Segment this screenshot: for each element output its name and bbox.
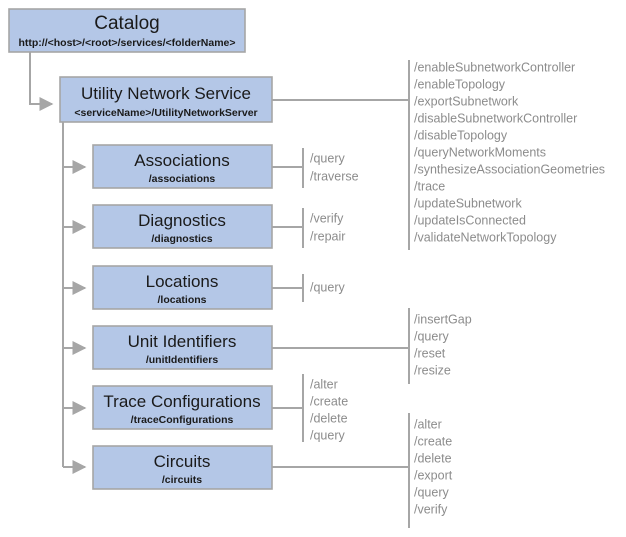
operation-item[interactable]: /exportSubnetwork xyxy=(414,94,519,108)
node-trace-configurations[interactable]: Trace Configurations /traceConfiguration… xyxy=(92,385,273,430)
diagnostics-path: /diagnostics xyxy=(151,233,212,245)
operation-item[interactable]: /updateSubnetwork xyxy=(414,196,522,210)
utility-network-service-title: Utility Network Service xyxy=(81,84,251,103)
operation-item[interactable]: /insertGap xyxy=(414,312,472,326)
operation-item[interactable]: /queryNetworkMoments xyxy=(414,145,546,159)
operation-item[interactable]: /create xyxy=(414,434,452,448)
associations-title: Associations xyxy=(134,151,229,170)
circuits-path: /circuits xyxy=(162,474,202,486)
operation-item[interactable]: /enableTopology xyxy=(414,77,506,91)
diagnostics-title: Diagnostics xyxy=(138,211,226,230)
operation-item[interactable]: /alter xyxy=(310,377,338,391)
node-diagnostics[interactable]: Diagnostics /diagnostics xyxy=(92,204,273,249)
node-catalog[interactable]: Catalog http://<host>/<root>/services/<f… xyxy=(8,8,246,53)
operation-item[interactable]: /enableSubnetworkController xyxy=(414,60,575,74)
unit-identifiers-operations-list: /insertGap /query /reset /resize xyxy=(414,312,472,377)
trace-configurations-path: /traceConfigurations xyxy=(131,414,234,426)
operation-item[interactable]: /query xyxy=(310,151,345,165)
operation-item[interactable]: /query xyxy=(414,485,449,499)
node-associations[interactable]: Associations /associations xyxy=(92,144,273,189)
circuits-box[interactable] xyxy=(92,445,273,490)
operation-item[interactable]: /validateNetworkTopology xyxy=(414,230,557,244)
locations-operations-list: /query xyxy=(310,280,345,294)
operation-item[interactable]: /alter xyxy=(414,417,442,431)
catalog-path: http://<host>/<root>/services/<folderNam… xyxy=(18,37,235,49)
circuits-operations-list: /alter /create /delete /export /query /v… xyxy=(414,417,453,516)
service-operations-list: /enableSubnetworkController /enableTopol… xyxy=(414,60,605,244)
operation-item[interactable]: /resize xyxy=(414,363,451,377)
operation-item[interactable]: /query xyxy=(310,280,345,294)
operation-item[interactable]: /repair xyxy=(310,229,345,243)
connector-catalog-to-service xyxy=(29,52,54,111)
associations-path: /associations xyxy=(149,173,216,185)
operation-item[interactable]: /synthesizeAssociationGeometries xyxy=(414,162,605,176)
operation-item[interactable]: /updateIsConnected xyxy=(414,213,526,227)
unit-identifiers-path: /unitIdentifiers xyxy=(146,354,218,366)
operation-item[interactable]: /create xyxy=(310,394,348,408)
diagnostics-operations-list: /verify /repair xyxy=(310,211,345,243)
operation-item[interactable]: /export xyxy=(414,468,453,482)
operation-item[interactable]: /verify xyxy=(310,211,344,225)
utility-network-service-box[interactable] xyxy=(59,76,273,123)
node-circuits[interactable]: Circuits /circuits xyxy=(92,445,273,490)
unit-identifiers-title: Unit Identifiers xyxy=(128,332,237,351)
catalog-title: Catalog xyxy=(94,13,160,34)
circuits-title: Circuits xyxy=(154,452,211,471)
associations-box[interactable] xyxy=(92,144,273,189)
locations-box[interactable] xyxy=(92,265,273,310)
operation-item[interactable]: /query xyxy=(414,329,449,343)
operation-item[interactable]: /delete xyxy=(414,451,452,465)
operation-item[interactable]: /reset xyxy=(414,346,446,360)
associations-operations-list: /query /traverse xyxy=(310,151,359,183)
operation-item[interactable]: /disableSubnetworkController xyxy=(414,111,577,125)
operation-item[interactable]: /trace xyxy=(414,179,445,193)
diagnostics-box[interactable] xyxy=(92,204,273,249)
operation-item[interactable]: /traverse xyxy=(310,169,359,183)
catalog-box[interactable] xyxy=(8,8,246,53)
trace-configurations-operations-list: /alter /create /delete /query xyxy=(310,377,348,442)
node-locations[interactable]: Locations /locations xyxy=(92,265,273,310)
operation-item[interactable]: /delete xyxy=(310,411,348,425)
node-utility-network-service[interactable]: Utility Network Service <serviceName>/Ut… xyxy=(59,76,273,123)
locations-title: Locations xyxy=(146,272,219,291)
trace-configurations-box[interactable] xyxy=(92,385,273,430)
operation-item[interactable]: /query xyxy=(310,428,345,442)
unit-identifiers-box[interactable] xyxy=(92,325,273,370)
utility-network-service-path: <serviceName>/UtilityNetworkServer xyxy=(74,107,257,119)
operation-item[interactable]: /verify xyxy=(414,502,448,516)
trace-configurations-title: Trace Configurations xyxy=(103,392,260,411)
operation-item[interactable]: /disableTopology xyxy=(414,128,508,142)
node-unit-identifiers[interactable]: Unit Identifiers /unitIdentifiers xyxy=(92,325,273,370)
locations-path: /locations xyxy=(157,294,206,306)
